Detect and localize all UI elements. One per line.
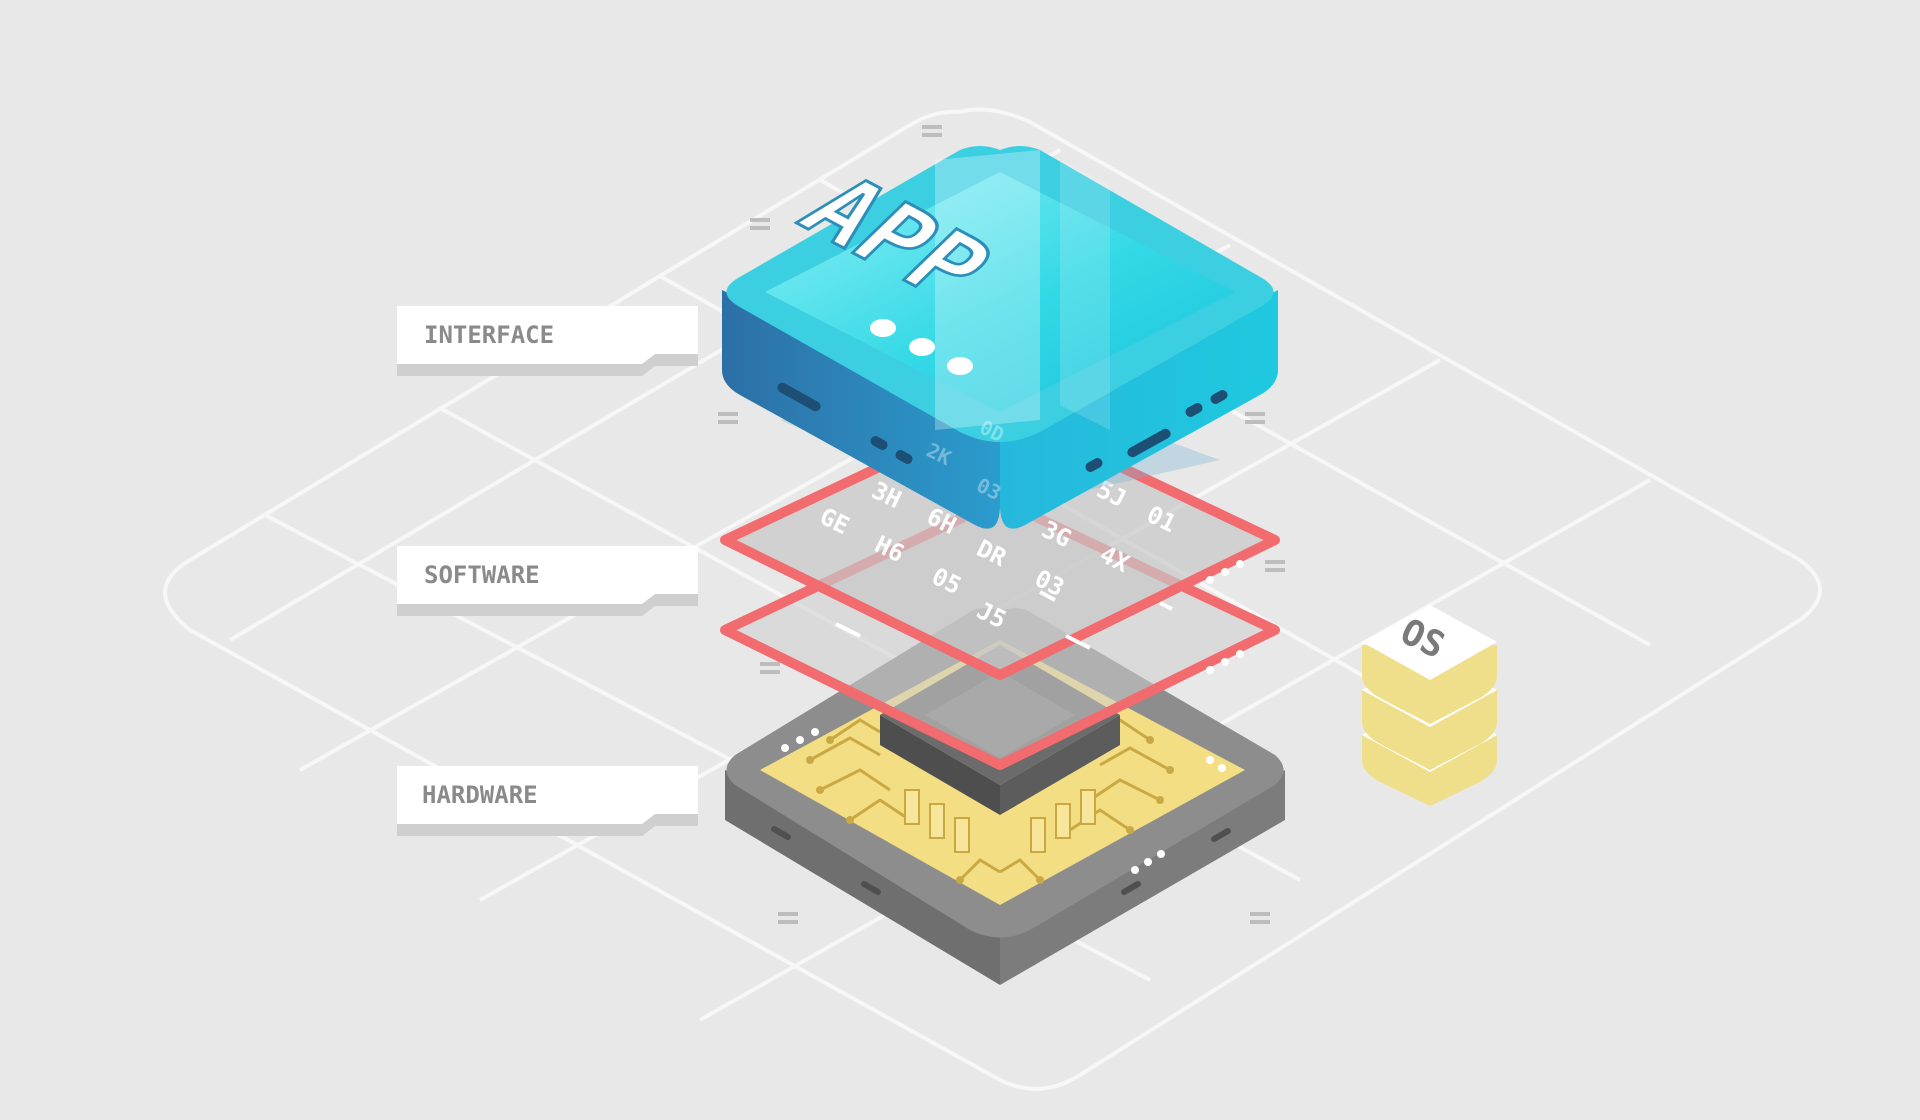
pcb-traces — [809, 718, 1171, 882]
software-frame-dots — [1206, 560, 1244, 674]
app-glass-highlight — [1060, 160, 1110, 430]
os-stack: OS — [1362, 605, 1497, 806]
app-side-left — [722, 290, 1000, 529]
os-tier-top — [1362, 645, 1497, 724]
chip-side-right — [1000, 715, 1120, 815]
label-interface-text: INTERFACE — [424, 321, 554, 349]
board-side-right — [1000, 770, 1285, 985]
app-screen — [765, 172, 1235, 412]
label-hardware-text: HARDWARE — [422, 781, 538, 809]
app-layer: 0D 2K 03 APP — [722, 146, 1278, 529]
board-side-left — [725, 770, 1000, 985]
chip-legs — [904, 789, 1096, 853]
label-software-text: SOFTWARE — [424, 561, 540, 589]
label-hardware: HARDWARE — [397, 766, 698, 836]
os-tier-middle — [1362, 690, 1497, 770]
label-software: SOFTWARE — [397, 546, 698, 616]
chip-side-left — [880, 715, 1000, 815]
board-dots — [781, 728, 1226, 874]
label-interface: INTERFACE — [397, 306, 698, 376]
app-side-slots — [777, 382, 1228, 472]
decorative-marks — [718, 125, 1285, 924]
board-side-slots — [771, 826, 1231, 895]
pcb-pads — [806, 736, 1174, 884]
grid-outline — [163, 107, 1822, 1091]
software-frame-upper — [720, 405, 1280, 680]
software-layer — [720, 405, 1280, 770]
os-tier-top-face — [1362, 605, 1497, 680]
app-dots — [870, 319, 973, 375]
app-side-right — [1000, 290, 1278, 529]
